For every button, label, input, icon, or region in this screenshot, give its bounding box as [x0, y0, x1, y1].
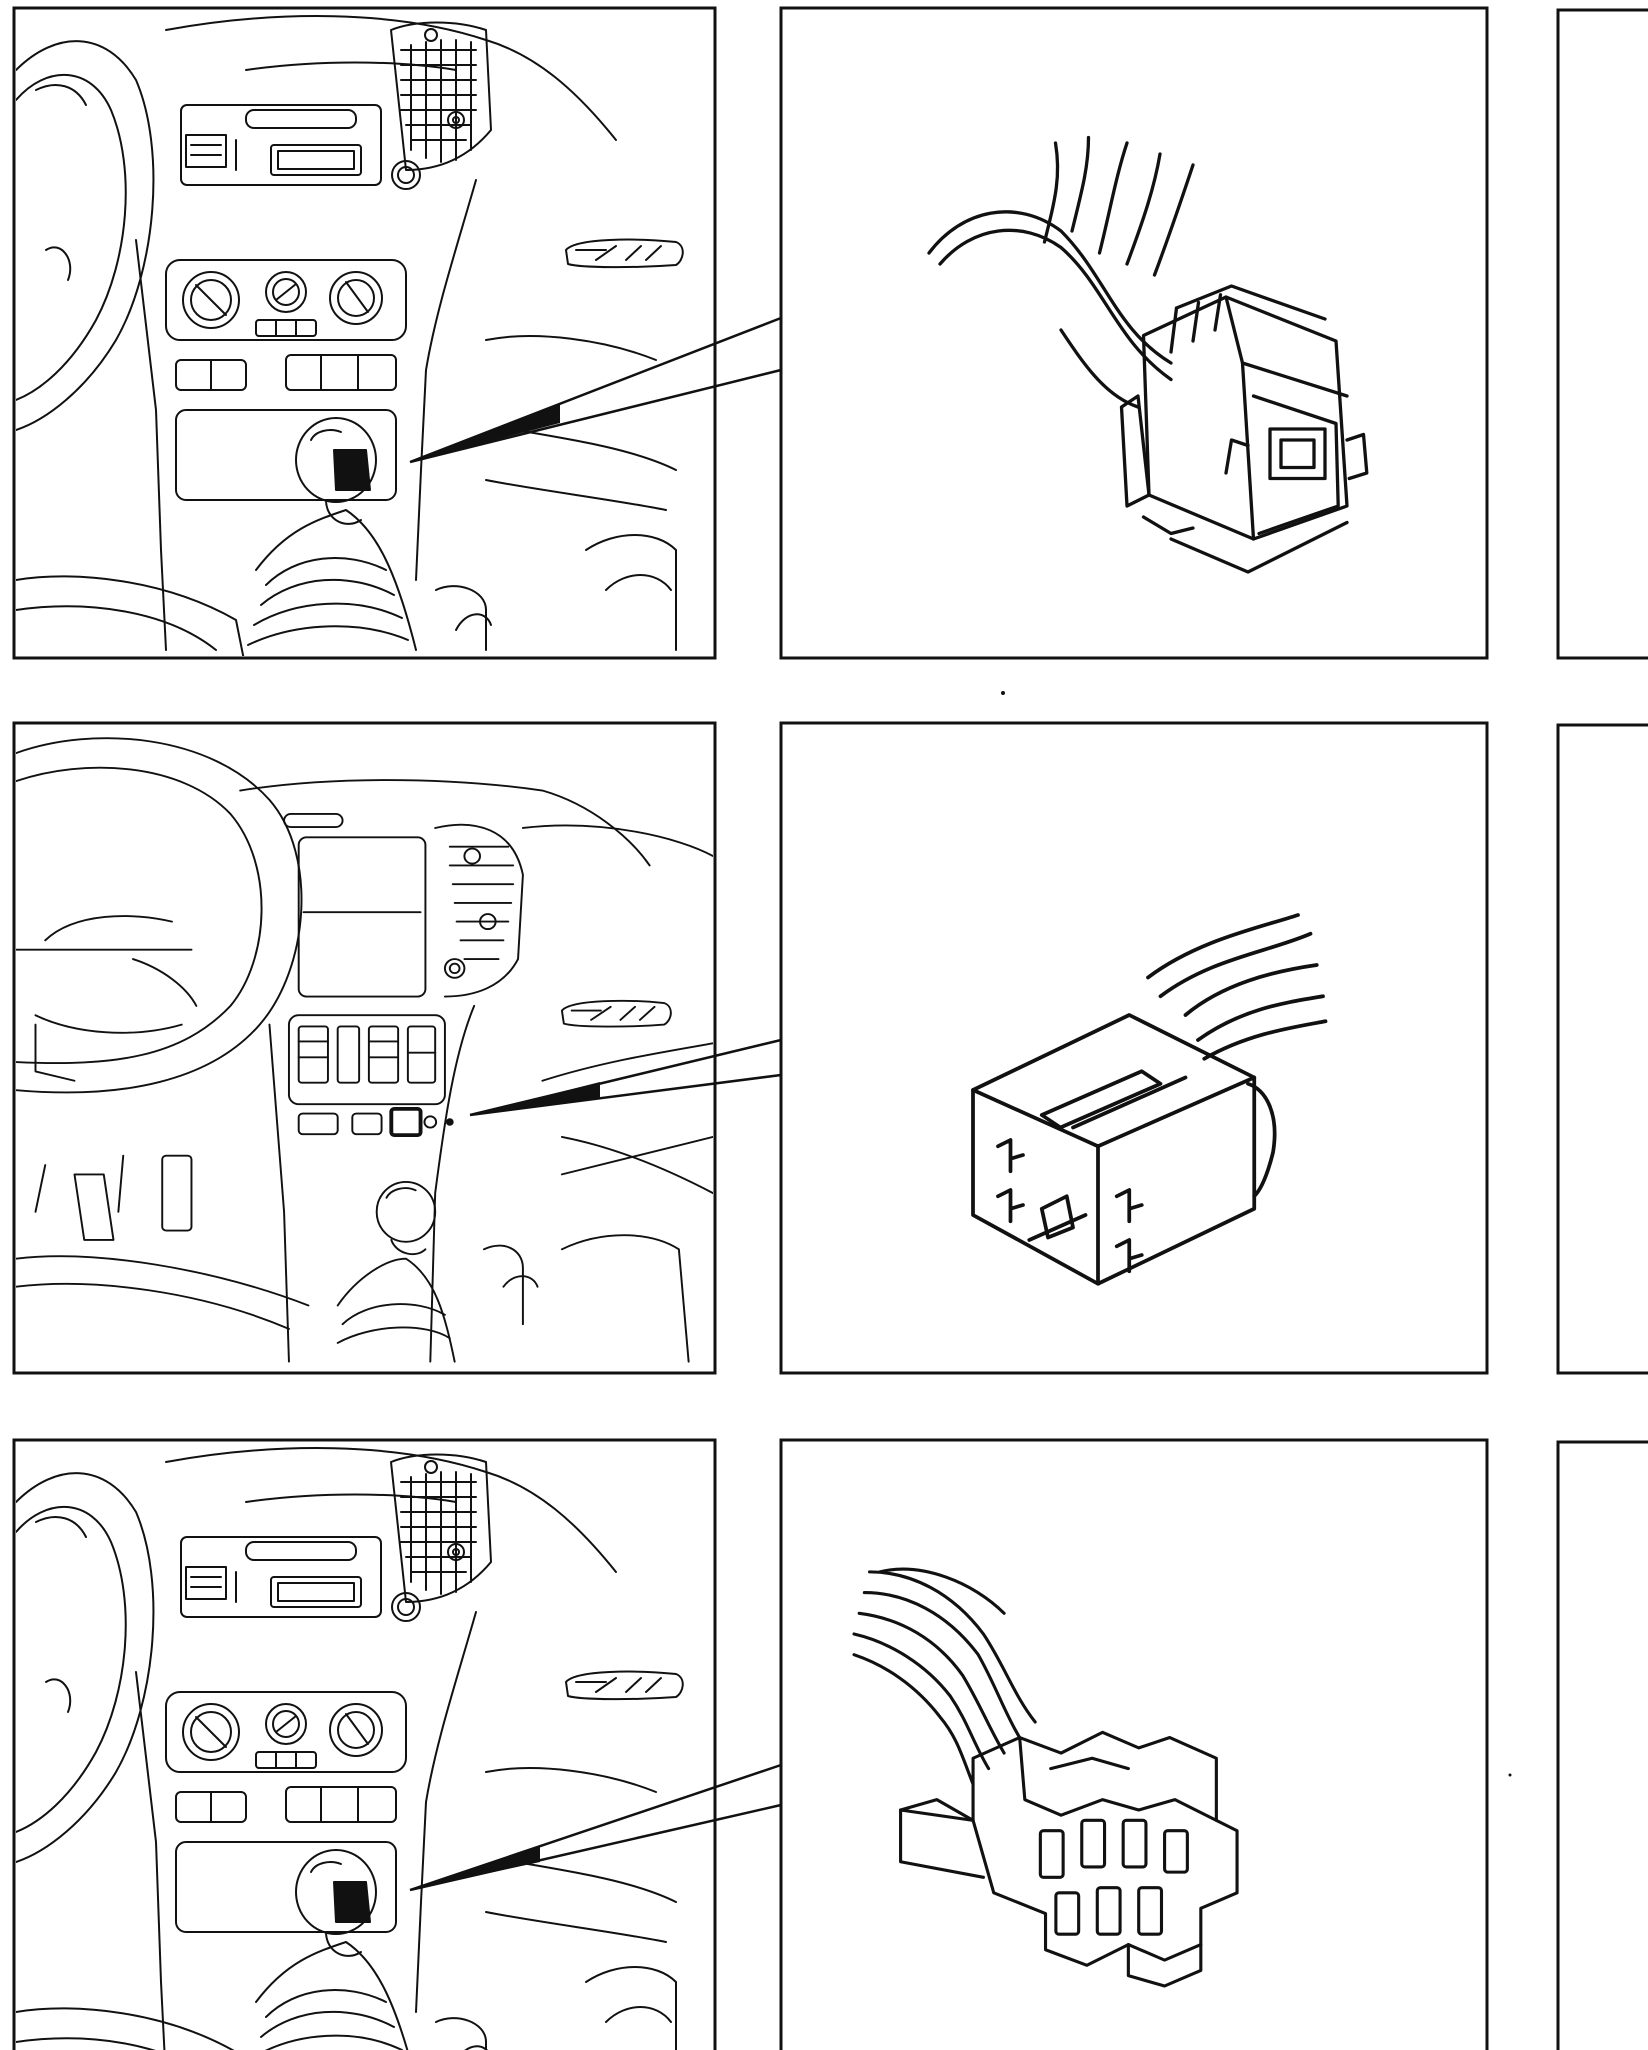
empty-panel-icon: [1556, 723, 1648, 1375]
print-speck: [1001, 691, 1005, 695]
detail-view-3: [779, 1438, 1489, 2050]
third-panel-3: [1556, 1440, 1648, 2050]
location-view-2: [12, 721, 717, 1375]
location-view-1: [12, 6, 717, 660]
detail-view-2: [779, 721, 1489, 1375]
leader-line-wedge: [410, 1846, 540, 1890]
leader-line-wedge: [410, 404, 560, 462]
third-panel-2: [1556, 723, 1648, 1375]
empty-panel-icon: [1556, 8, 1648, 660]
location-view-3: [12, 1438, 717, 2050]
row-2: [12, 721, 1648, 1375]
leader-line-wedge: [470, 1082, 600, 1115]
row-3: [12, 1438, 1648, 2050]
print-speck: [1508, 1773, 1512, 1777]
leader-line: [409, 316, 782, 464]
location-panel-frame: [12, 6, 717, 660]
detail-view-1: [779, 6, 1489, 660]
detail-panel-frame: [779, 721, 1489, 1375]
empty-panel-icon: [1556, 1440, 1648, 2050]
location-panel-frame: [12, 721, 717, 1375]
third-panel-1: [1556, 8, 1648, 660]
row-1: [12, 6, 1648, 660]
